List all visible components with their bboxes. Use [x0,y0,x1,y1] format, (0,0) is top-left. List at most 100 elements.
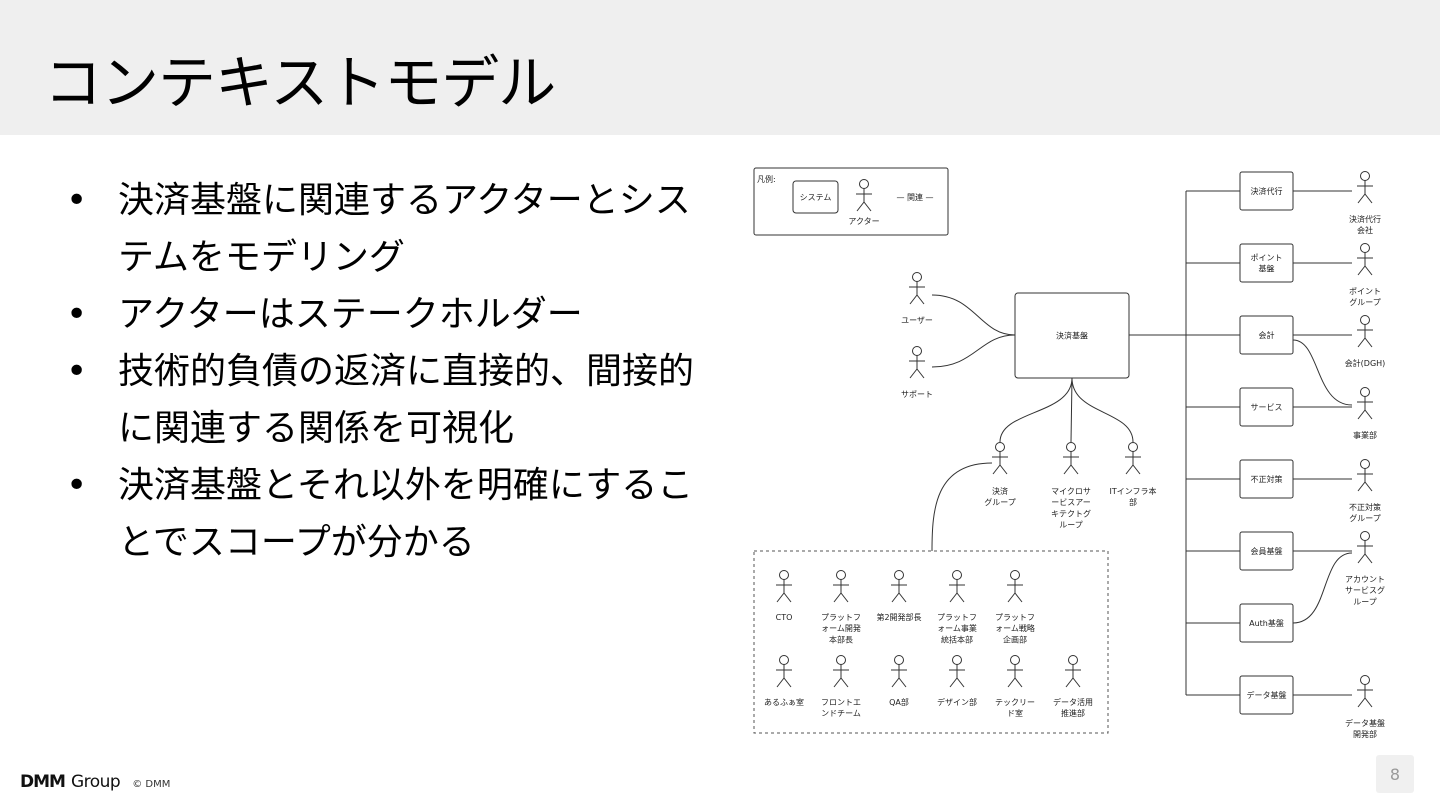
group-actor-icon-leg [949,677,958,688]
group-actor-icon-head [779,655,789,665]
system-label: データ基盤 [1247,690,1287,700]
system-label: 会計 [1259,330,1275,340]
group-actor-icon-leg [898,592,907,603]
legend-system-label: システム [800,193,832,202]
support-to-core [931,334,1016,368]
auth-to-account-group [1292,552,1353,624]
group-actor-label: プラットフォーム戦略企画部 [995,613,1035,644]
bullet-list: 決済基盤に関連するアクターとシステムをモデリング アクターはステークホルダー 技… [64,172,724,571]
accounting-to-business [1292,339,1353,406]
group-actor-icon-leg [833,677,842,688]
right-actor-icon-head [1360,387,1370,397]
group-actor-icon-head [1010,655,1020,665]
bullet-item: 技術的負債の返済に直接的、間接的に関連する関係を可視化 [64,343,724,457]
right-actor-label: データ基盤開発部 [1345,718,1385,739]
group-actor-icon-leg [891,592,900,603]
right-actor-icon-head [1360,171,1370,181]
page-number: 8 [1376,755,1414,793]
bottom-actor-label: 決済グループ [984,486,1016,507]
right-actor-label: 決済代行会社 [1349,214,1381,235]
legend-system-box [792,180,839,214]
bottom-actor-icon-leg [999,464,1008,475]
group-actor-label: QA部 [889,697,909,707]
group-actor-icon-leg [1007,592,1016,603]
group-actor-icon-head [952,570,962,580]
group-actor-icon-head [952,655,962,665]
bottom-actor-icon-leg [1125,464,1134,475]
right-actor-label: 会計(DGH) [1345,358,1386,368]
left-actor-icon-leg [909,294,918,305]
right-actor-icon-leg [1364,697,1373,708]
legend-title: 凡例: [757,174,776,184]
core-system-label: 決済基盤 [1056,331,1088,341]
group-actor-icon-head [836,570,846,580]
core-to-it-infra [1071,377,1134,443]
right-actor-icon-leg [1357,337,1366,348]
logo-word: Group [70,772,121,792]
left-actor-icon-leg [916,368,925,379]
right-actor-icon-head [1360,531,1370,541]
title-bar: コンテキストモデル [0,0,1440,135]
left-actor-icon-head [912,272,922,282]
bottom-actor-icon-leg [1063,464,1072,475]
group-actor-icon-leg [783,677,792,688]
system-label: Auth基盤 [1249,618,1284,628]
company-logo: DMM Group © DMM [20,772,170,794]
right-actor-icon-head [1360,675,1370,685]
group-actor-icon-leg [776,677,785,688]
right-actor-icon-leg [1364,337,1373,348]
bottom-actor-icon-leg [1132,464,1141,475]
system-label: サービス [1251,403,1283,412]
core-to-microservice-group [1070,377,1073,443]
group-actor-label: プラットフォーム開発本部長 [821,613,861,644]
core-to-payment-group [999,377,1073,443]
group-actor-icon-leg [833,592,842,603]
bottom-actor-icon-leg [1070,464,1079,475]
group-actor-icon-leg [840,677,849,688]
group-actor-icon-leg [898,677,907,688]
bottom-actor-label: ITインフラ本部 [1109,486,1156,507]
group-actor-icon-leg [783,592,792,603]
legend-actor-icon-leg [856,201,865,212]
group-actor-label: CTO [776,613,793,622]
copyright-text: © DMM [132,779,171,790]
group-actor-label: テックリード室 [995,698,1035,718]
bottom-actor-label: マイクロサービスアーキテクトグループ [1051,487,1091,530]
left-actor-icon-leg [909,368,918,379]
bullet-item: 決済基盤とそれ以外を明確にすることでスコープが分かる [64,457,724,571]
right-actor-label: ポイントグループ [1349,287,1381,307]
right-actor-label: 不正対策グループ [1349,502,1381,523]
legend-actor-icon-head [859,179,869,189]
group-actor-icon-leg [840,592,849,603]
system-label: 会員基盤 [1251,546,1283,556]
group-actor-icon-head [779,570,789,580]
group-actor-icon-head [894,570,904,580]
right-actor-label: 事業部 [1353,430,1377,440]
left-actor-label: サポート [901,390,933,399]
group-actor-label: デザイン部 [937,697,977,707]
right-actor-icon-leg [1357,481,1366,492]
right-actor-label: アカウントサービスグループ [1345,575,1385,606]
right-actor-icon-head [1360,459,1370,469]
group-actor-icon-head [894,655,904,665]
right-actor-icon-leg [1364,193,1373,204]
group-actor-label: データ活用推進部 [1053,697,1093,718]
legend-relation-label: — 関連 — [896,192,933,202]
right-actor-icon-leg [1364,481,1373,492]
right-actor-icon-leg [1357,409,1366,420]
right-actor-icon-head [1360,315,1370,325]
bullet-item: アクターはステークホルダー [64,286,724,343]
group-actor-icon-head [1010,570,1020,580]
group-actor-icon-leg [956,592,965,603]
group-actor-label: 第2開発部長 [876,612,921,622]
right-actor-icon-leg [1357,553,1366,564]
payment-group-to-stakeholders [931,462,993,552]
group-actor-icon-leg [949,592,958,603]
system-label: 不正対策 [1251,474,1283,484]
group-actor-label: プラットフォーム事業統括本部 [937,613,977,644]
bottom-actor-icon-leg [992,464,1001,475]
group-actor-icon-leg [1014,677,1023,688]
logo-mark: DMM [20,772,66,792]
legend-actor-label: アクター [848,217,879,226]
